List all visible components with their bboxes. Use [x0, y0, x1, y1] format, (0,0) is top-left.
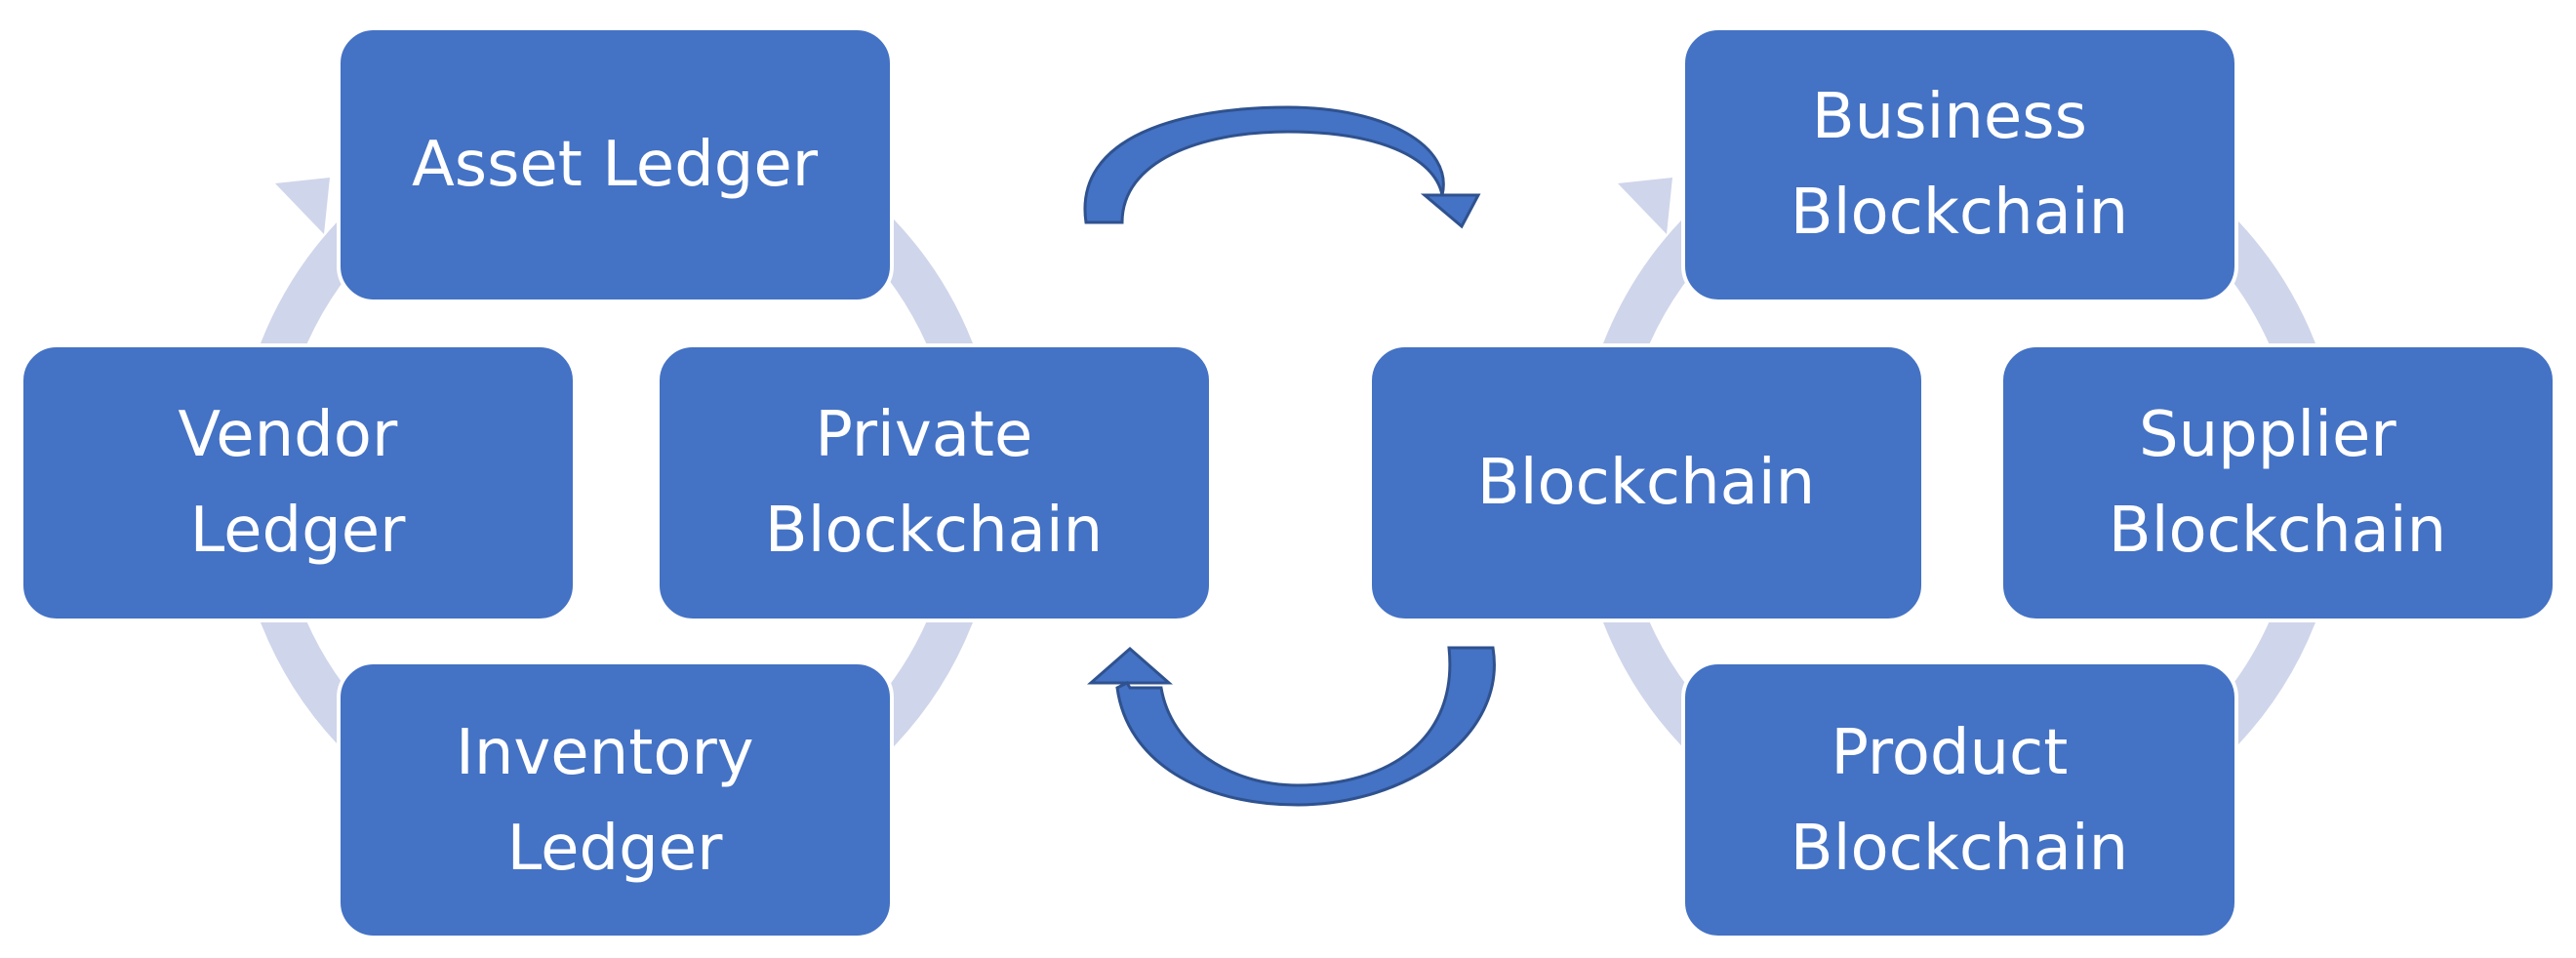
box-vendor-ledger-label: Vendor Ledger	[178, 399, 417, 567]
box-asset-ledger-label: Asset Ledger	[412, 129, 819, 201]
box-blockchain-label: Blockchain	[1477, 447, 1815, 519]
box-inventory-ledger-label: Inventory Ledger	[456, 717, 774, 885]
box-product-blockchain-label: Product Blockchain	[1791, 717, 2128, 885]
left-ring-arrowhead	[275, 178, 330, 234]
box-asset-ledger: Asset Ledger	[337, 26, 894, 303]
box-inventory-ledger: Inventory Ledger	[337, 660, 894, 939]
box-product-blockchain: Product Blockchain	[1681, 660, 2238, 939]
curved-arrow-to-right	[1083, 105, 1481, 229]
box-vendor-ledger: Vendor Ledger	[20, 343, 577, 622]
box-supplier-blockchain: Supplier Blockchain	[1999, 343, 2556, 622]
box-private-blockchain: Private Blockchain	[656, 343, 1213, 622]
box-private-blockchain-label: Private Blockchain	[765, 399, 1103, 567]
box-business-blockchain-label: Business Blockchain	[1791, 81, 2128, 249]
box-blockchain: Blockchain	[1368, 343, 1925, 622]
box-business-blockchain: Business Blockchain	[1681, 26, 2238, 303]
curved-arrow-to-left	[1087, 646, 1496, 807]
right-ring-arrowhead	[1618, 178, 1672, 234]
box-supplier-blockchain-label: Supplier Blockchain	[2109, 399, 2446, 567]
